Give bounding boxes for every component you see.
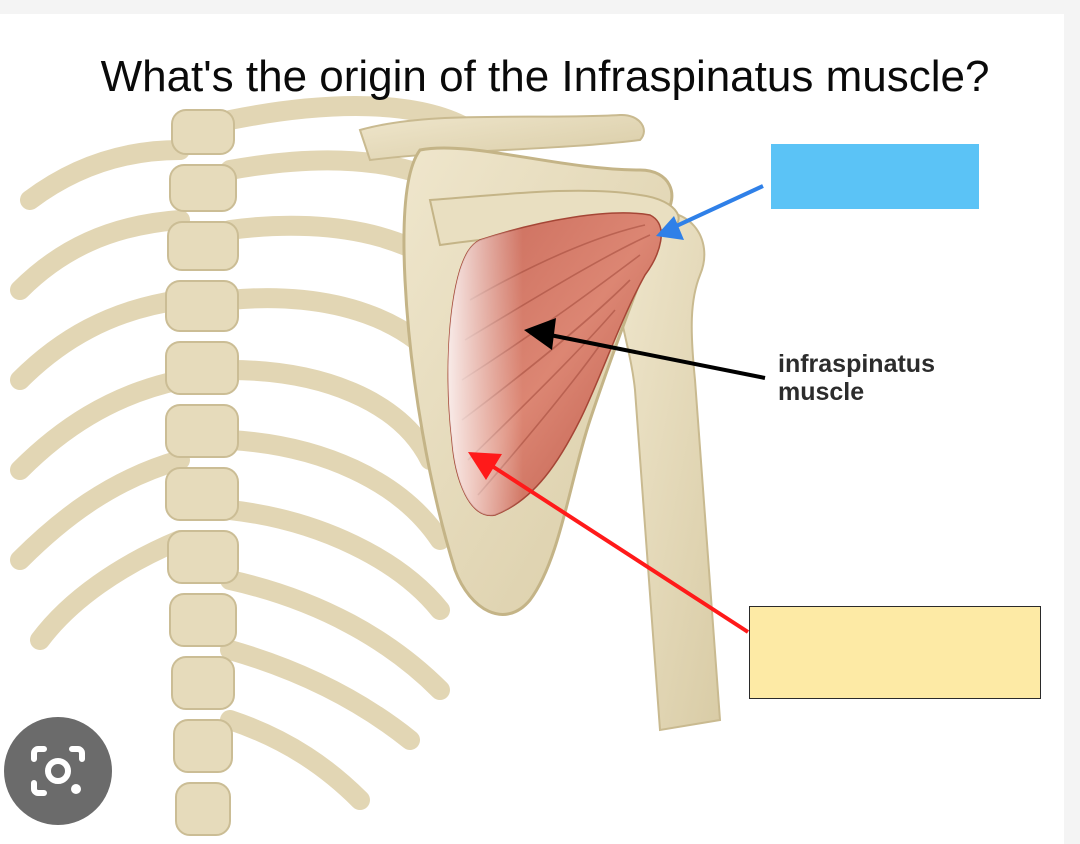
rib-left-3	[10, 290, 190, 390]
answer-box-insertion[interactable]	[771, 144, 979, 209]
vertebra	[173, 719, 233, 773]
vertebra	[165, 404, 239, 458]
vertebra	[169, 164, 237, 212]
rib-left-4	[10, 370, 190, 480]
rib-6	[220, 430, 450, 550]
rib-left-6	[30, 530, 190, 650]
vertebra	[169, 593, 237, 647]
vertebra	[171, 109, 235, 155]
vertebra	[167, 530, 239, 584]
answer-box-origin[interactable]	[749, 606, 1041, 699]
vertebra	[165, 467, 239, 521]
rib-8	[220, 570, 450, 700]
rib-9	[220, 640, 420, 750]
question-title: What's the origin of the Infraspinatus m…	[100, 52, 990, 101]
rib-5	[220, 360, 440, 470]
origin-arrow	[468, 452, 750, 634]
google-lens-icon	[31, 746, 85, 796]
rib-cage	[10, 96, 490, 810]
rib-10	[220, 710, 370, 810]
label-arrow	[524, 318, 766, 380]
rib-left-1	[20, 140, 190, 210]
vertebra	[175, 782, 231, 836]
label-line-1: infraspinatus	[778, 350, 935, 378]
infraspinatus-label: infraspinatus muscle	[778, 350, 978, 406]
rib-left-5	[10, 450, 190, 570]
rib-7	[220, 500, 450, 620]
vertebra	[167, 221, 239, 271]
spinal-column	[165, 109, 239, 836]
muscle-fade	[448, 212, 662, 516]
vertebra	[171, 656, 235, 710]
google-lens-button[interactable]	[4, 717, 112, 825]
label-line-2: muscle	[778, 378, 865, 406]
rib-left-2	[10, 210, 190, 300]
vertebra	[165, 341, 239, 395]
vertebra	[165, 280, 239, 332]
insertion-arrow	[656, 184, 764, 240]
